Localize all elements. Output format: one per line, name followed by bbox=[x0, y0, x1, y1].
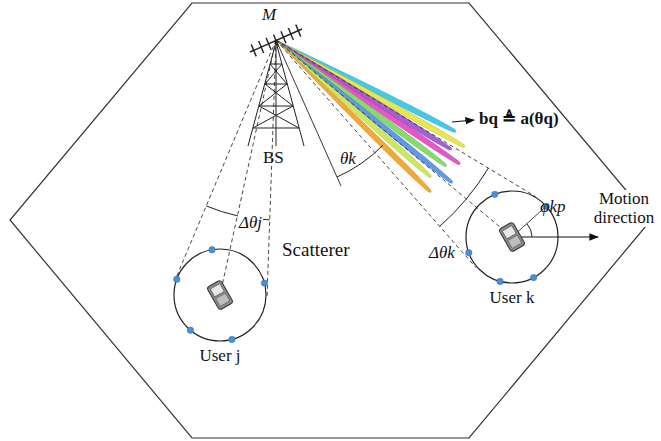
base-station-label: BS bbox=[263, 149, 284, 168]
angle-label: θk bbox=[340, 150, 356, 169]
angle-label: φkp bbox=[540, 198, 565, 217]
angle-spread-label: Δθk bbox=[428, 244, 456, 263]
motion-label: Motion direction bbox=[592, 190, 656, 227]
array-size-label: M bbox=[262, 6, 276, 25]
beam-vector-label: bq ≜ a(θq) bbox=[479, 110, 559, 129]
user-label: User k bbox=[490, 288, 535, 308]
scattering-circle bbox=[173, 248, 267, 342]
phone-icon bbox=[207, 280, 234, 311]
scatterer-label: Scatterer bbox=[282, 240, 350, 261]
angle-spread-label: Δθj bbox=[238, 214, 263, 233]
guide-lines bbox=[176, 40, 535, 297]
cell-hexagon bbox=[10, 3, 651, 438]
antenna-array bbox=[250, 25, 302, 57]
user-label: User j bbox=[199, 346, 240, 366]
beam-fan bbox=[276, 40, 474, 192]
phone-icon bbox=[499, 222, 526, 253]
base-station-tower bbox=[248, 42, 304, 146]
user-region: User j bbox=[173, 248, 267, 342]
